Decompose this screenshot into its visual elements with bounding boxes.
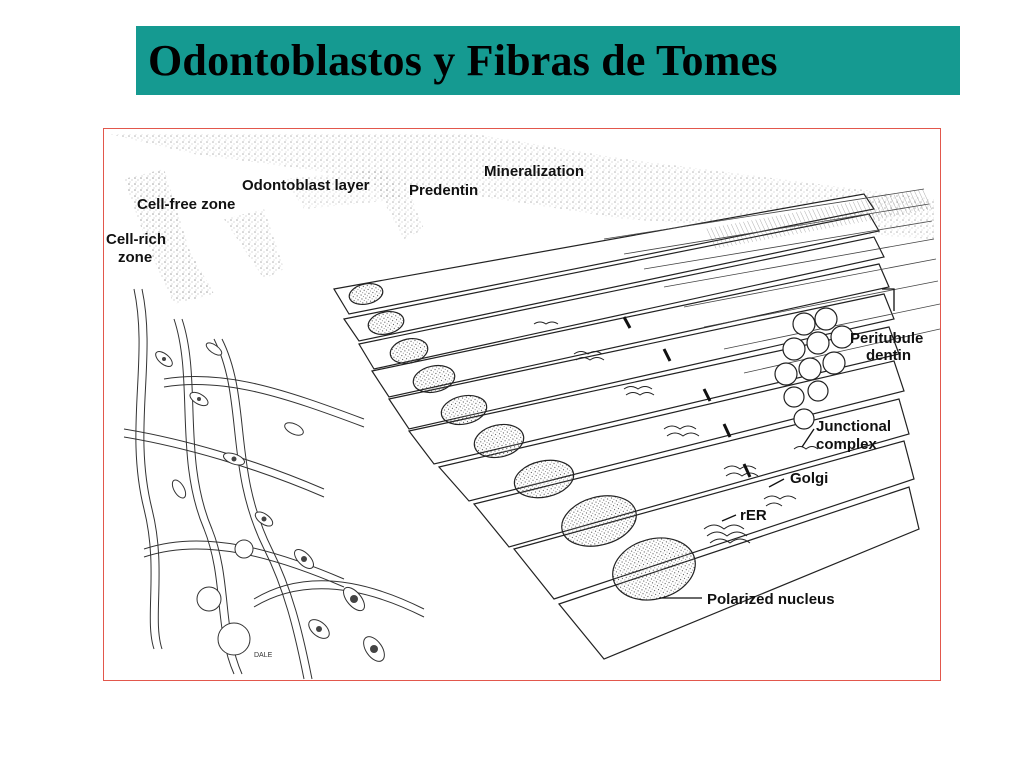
pulp-cell-nuclei	[162, 357, 378, 653]
label-rer: rER	[740, 507, 767, 524]
label-odontoblast-layer: Odontoblast layer	[242, 177, 370, 194]
label-junctional-2: complex	[816, 436, 878, 453]
label-cell-free-zone: Cell-free zone	[137, 196, 235, 213]
slide-title: Odontoblastos y Fibras de Tomes	[148, 36, 778, 85]
label-pointer-lines	[659, 288, 895, 599]
label-artist-signature: DALE	[254, 652, 273, 659]
slide-title-bar: Odontoblastos y Fibras de Tomes	[136, 26, 960, 95]
golgi-rer-organelles	[533, 321, 819, 544]
diagram-labels: Mineralization Predentin Odontoblast lay…	[106, 163, 923, 659]
label-cell-rich-zone-1: Cell-rich	[106, 231, 166, 248]
tomes-fibers	[603, 188, 940, 374]
label-golgi: Golgi	[790, 470, 828, 487]
odontoblast-diagram: Mineralization Predentin Odontoblast lay…	[106, 134, 940, 680]
predentin-hatching	[704, 189, 934, 249]
label-polarized-nucleus: Polarized nucleus	[707, 591, 835, 608]
junctional-complex-marks	[622, 316, 752, 478]
pulp-cells	[155, 342, 385, 662]
peritubule-dentin-tubules	[774, 307, 854, 430]
odontoblast-nuclei	[348, 282, 696, 601]
label-mineralization: Mineralization	[484, 163, 584, 180]
label-junctional-1: Junctional	[816, 418, 891, 435]
label-predentin: Predentin	[409, 182, 478, 199]
label-cell-rich-zone-2: zone	[118, 249, 152, 266]
label-peritubule-1: Peritubule	[850, 330, 923, 347]
label-peritubule-2: dentin	[866, 347, 911, 364]
odontoblast-cells	[333, 193, 920, 660]
zone-arrows	[109, 134, 934, 304]
odontoblast-diagram-frame: Mineralization Predentin Odontoblast lay…	[103, 128, 941, 681]
